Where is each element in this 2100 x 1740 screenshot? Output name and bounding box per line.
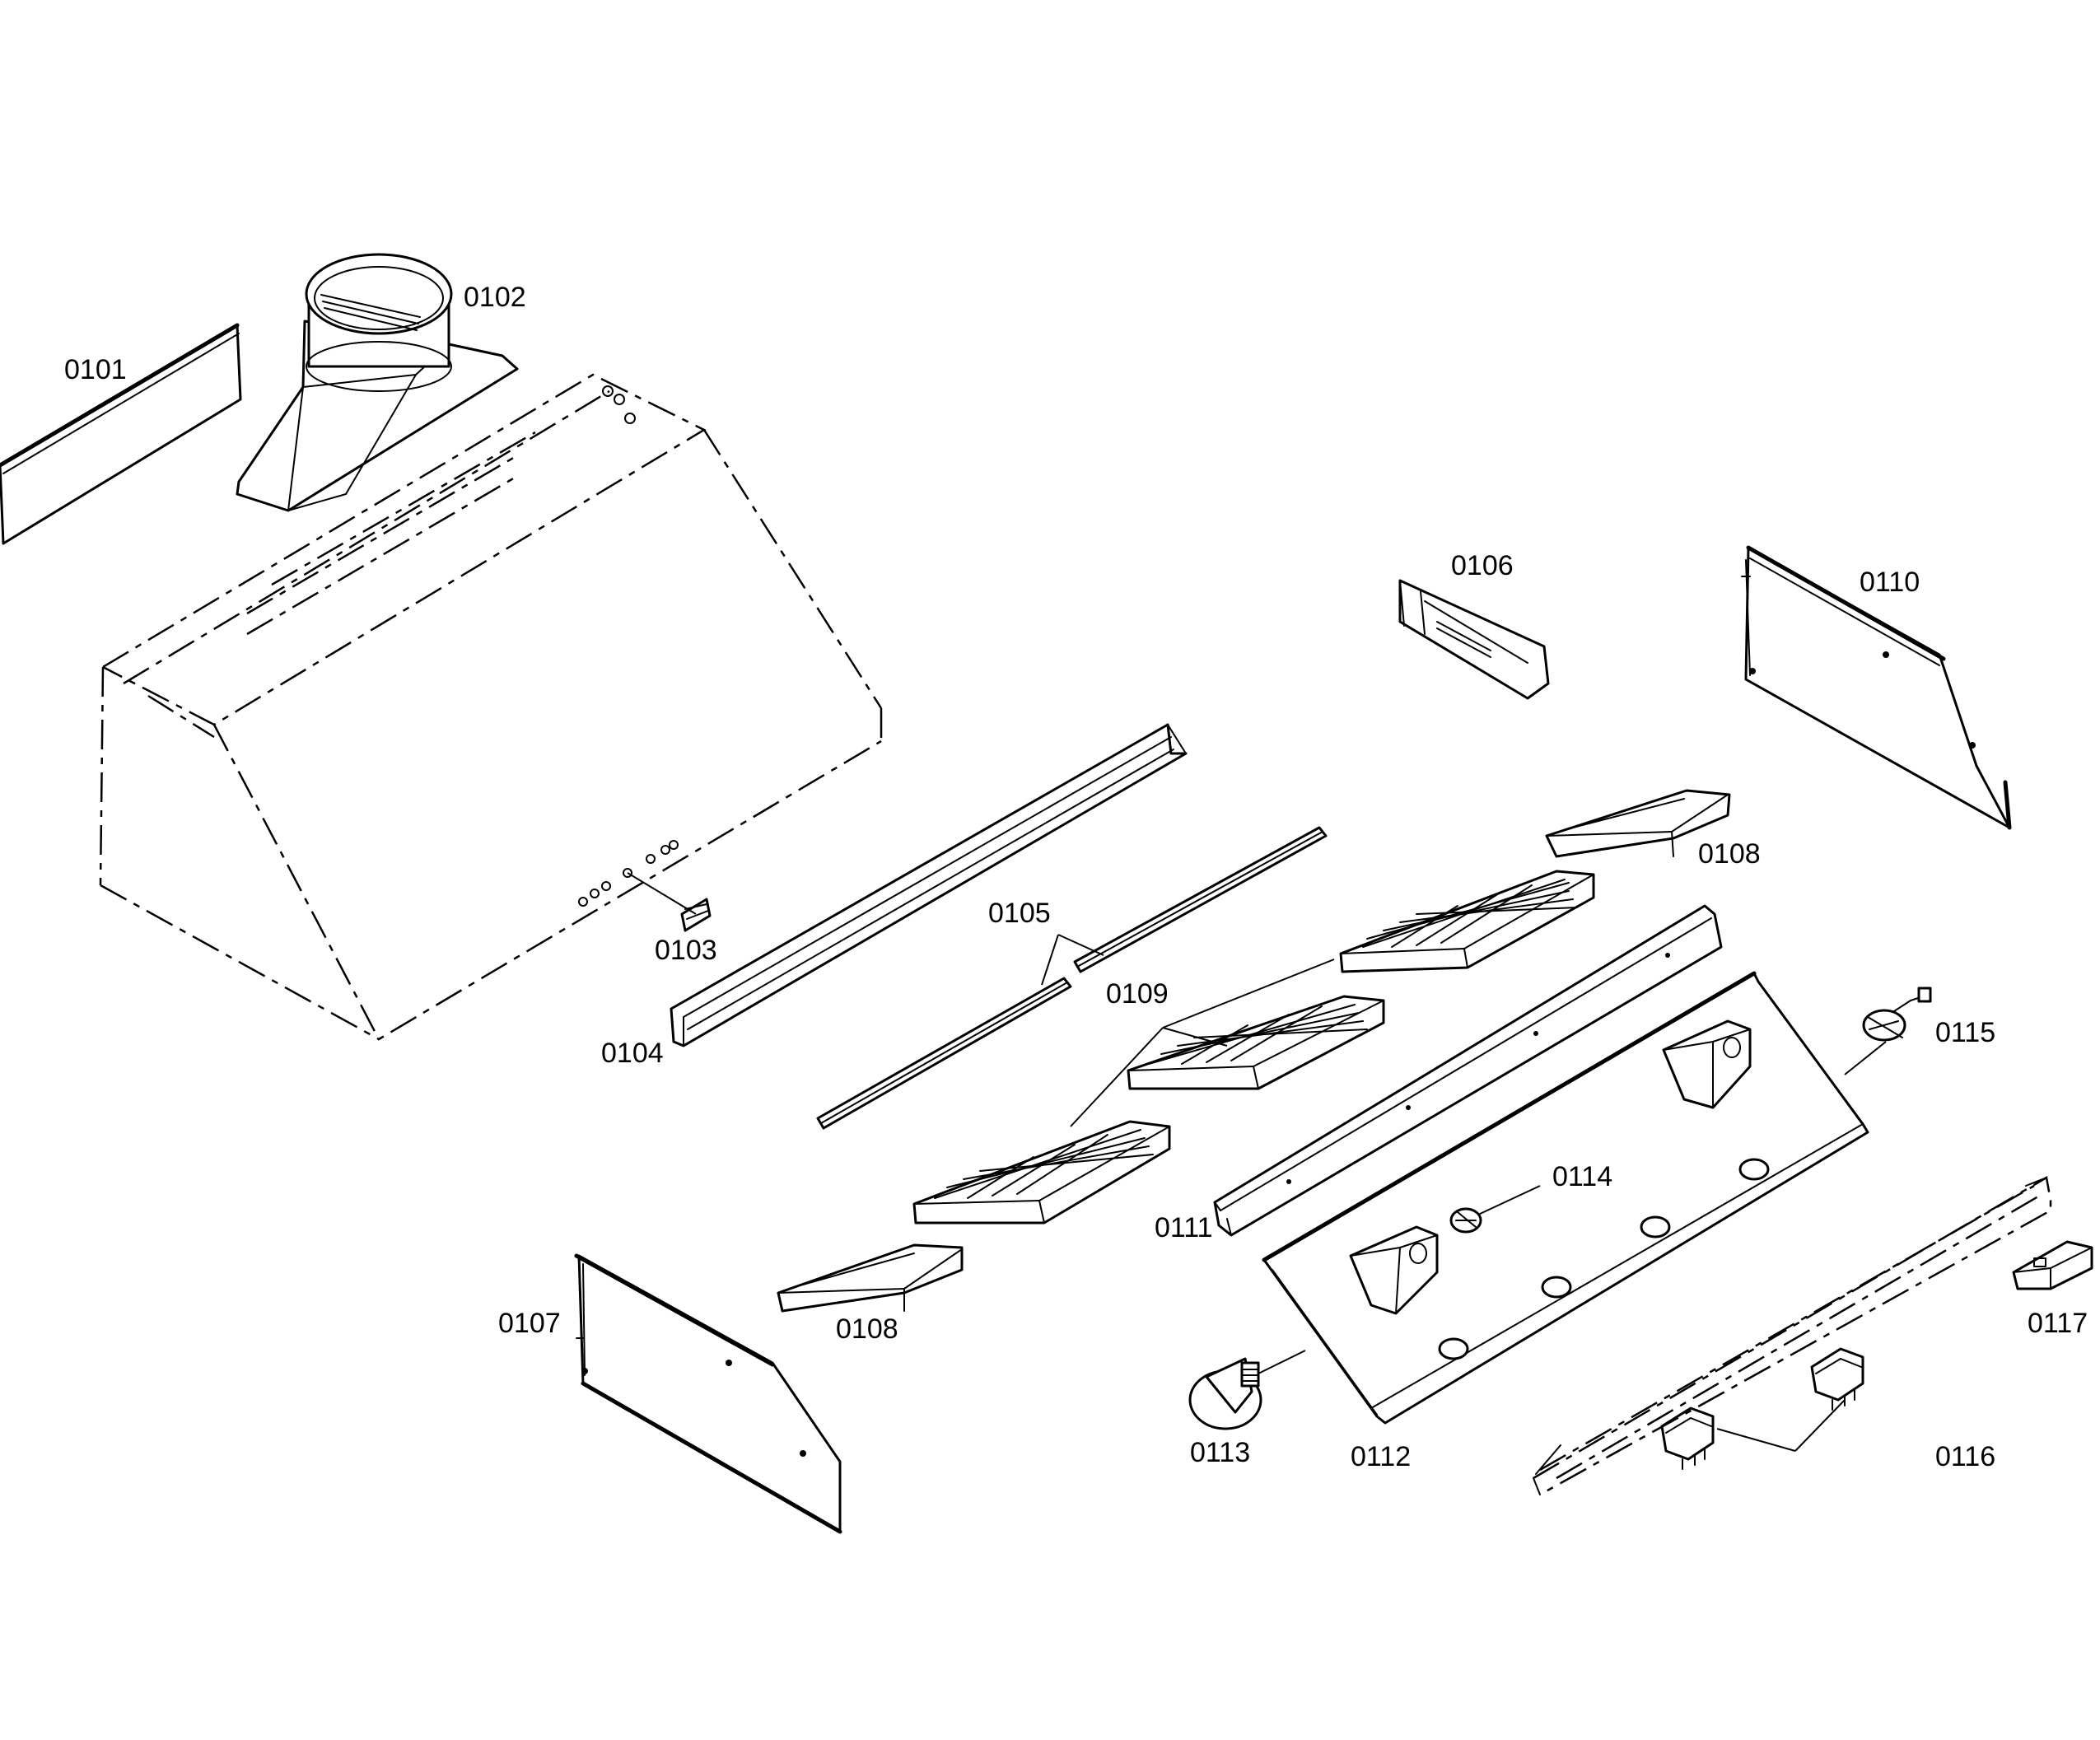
callout-0105: 0105 [988,898,1051,929]
callout-0103: 0103 [655,935,717,966]
part-0108-spacer-frame-lower [777,1243,964,1313]
callout-labels: 0101 0102 0103 0104 0105 0106 0107 0108 … [64,282,2088,1472]
callout-0106: 0106 [1451,550,1514,581]
part-0109-baffle-filter-3 [912,1120,1171,1225]
callout-0112: 0112 [1351,1441,1411,1472]
callout-0110: 0110 [1860,567,1920,598]
part-0106-bracket [1398,579,1550,700]
front-trim-outline [1533,1176,2052,1496]
part-0109-baffle-filter-2 [1127,995,1385,1090]
callout-0108-lower: 0108 [836,1313,898,1345]
callout-0101: 0101 [64,354,127,385]
callout-0114: 0114 [1552,1161,1612,1192]
part-0113-blower-motor [1188,1350,1306,1430]
part-0112-blower-panel [1262,971,1869,1425]
part-0117-connector [2012,1240,2093,1290]
callout-0104: 0104 [601,1038,664,1069]
callout-0116: 0116 [1935,1441,1995,1472]
part-0116-leaders [1716,1399,1846,1452]
callout-0115: 0115 [1935,1017,1995,1048]
part-0111-angle-rail [1213,904,1723,1237]
part-0103-label [627,872,712,932]
part-0109-leaders [1070,959,1335,1127]
callout-0111: 0111 [1155,1212,1213,1243]
callout-0113: 0113 [1190,1437,1250,1468]
part-0101-back-panel [0,323,242,545]
callout-0117: 0117 [2028,1308,2088,1339]
callout-0102: 0102 [464,282,526,313]
hood-body-outline [99,373,883,1041]
part-0115-thermostat [1844,987,1932,1075]
part-0102-duct-transition [236,253,519,512]
part-0105-trim-strips [816,826,1328,1130]
callout-0109: 0109 [1106,978,1169,1010]
part-0104-front-channel [670,723,1188,1047]
part-0114-knob [1449,1185,1541,1234]
callout-0107: 0107 [498,1308,561,1339]
part-0116-switch-2 [1660,1406,1715,1470]
part-0116-switch-1 [1810,1347,1864,1411]
part-0109-baffle-filter-1 [1339,870,1595,973]
callout-0108-upper: 0108 [1698,838,1761,870]
part-0108-spacer-frame-upper [1545,789,1731,858]
part-0107-left-side-panel [574,1253,842,1534]
part-0110-right-side-panel [1741,545,2012,830]
